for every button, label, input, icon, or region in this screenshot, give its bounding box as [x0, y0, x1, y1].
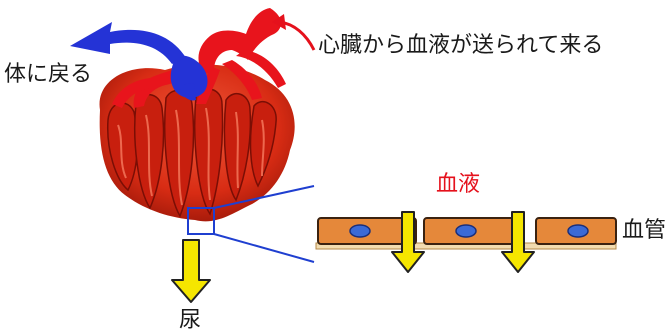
glomerulus-illustration: [70, 8, 295, 221]
label-urine: 尿: [179, 308, 201, 334]
artery-trunk: [198, 8, 281, 70]
nucleus-1: [350, 225, 370, 237]
label-blood: 血液: [436, 172, 480, 198]
label-blood-vessel: 血管: [622, 218, 666, 244]
nucleus-3: [568, 225, 588, 237]
nucleus-2: [456, 225, 476, 237]
urine-arrow: [172, 240, 210, 302]
return-arrow: [70, 22, 186, 64]
label-blood-from-heart: 心臓から血液が送られて来る: [318, 33, 603, 59]
label-return-to-body: 体に戻る: [4, 62, 92, 88]
zoom-line-bottom: [214, 234, 314, 262]
vessel-wall: [316, 212, 616, 272]
